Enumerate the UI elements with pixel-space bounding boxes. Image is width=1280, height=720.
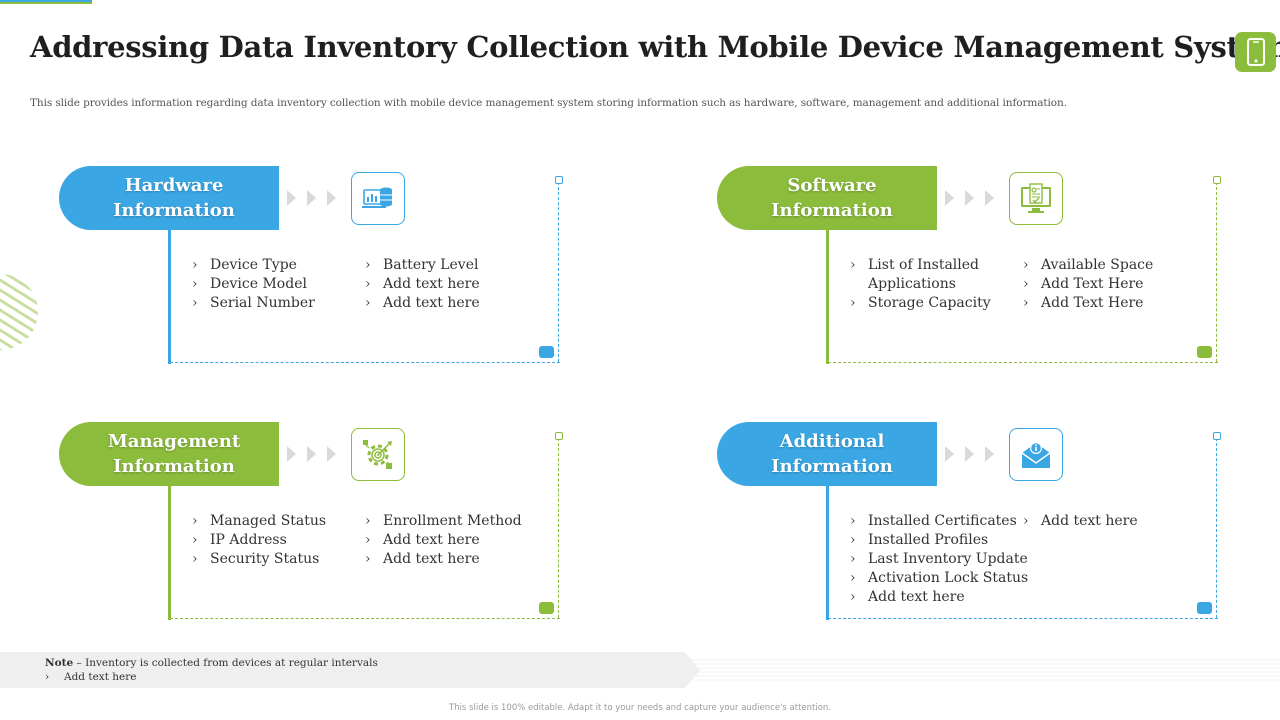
chevron-arrows-icon [287,190,336,206]
management-list-col1: Managed Status IP Address Security Statu… [190,512,326,569]
note-sub-text: Add text here [64,671,137,683]
chevron-arrows-icon [945,446,994,462]
list-item: List of Installed [848,256,991,275]
software-list-col2: Available Space Add Text Here Add Text H… [1021,256,1153,313]
note-decorative-lines [690,659,1280,681]
list-item: Battery Level [363,256,480,275]
slide-subtitle: This slide provides information regardin… [30,97,1067,109]
note-body: – Inventory is collected from devices at… [73,657,378,669]
list-item: Add text here [848,588,1028,607]
list-item: Add Text Here [1021,294,1153,313]
note-label: Note [45,657,74,669]
list-item: Add text here [363,275,480,294]
list-item: Add Text Here [1021,275,1153,294]
mobile-phone-icon [1235,32,1276,72]
list-item: Add text here [363,550,522,569]
note-band [0,652,700,688]
hardware-list-col2: Battery Level Add text here Add text her… [363,256,480,313]
decorative-striped-circle [0,255,40,370]
list-item: Device Model [190,275,315,294]
list-item: Applications [868,276,956,292]
additional-list-col1: Installed Certificates Installed Profile… [848,512,1028,607]
list-item: Security Status [190,550,326,569]
target-gear-icon [351,428,405,481]
list-item: Enrollment Method [363,512,522,531]
note-text: Note – Inventory is collected from devic… [45,656,378,670]
monitor-document-icon [1009,172,1063,225]
list-item: Serial Number [190,294,315,313]
list-item: Device Type [190,256,315,275]
list-item: Installed Certificates [848,512,1028,531]
list-item: Add text here [363,294,480,313]
management-list-col2: Enrollment Method Add text here Add text… [363,512,522,569]
software-list-col1: List of Installed Applications Storage C… [848,256,991,313]
info-envelope-icon [1009,428,1063,481]
list-item: Last Inventory Update [848,550,1028,569]
note-sub-item: ›Add text here [45,671,137,683]
hardware-list-col1: Device Type Device Model Serial Number [190,256,315,313]
top-accent-lines [0,0,92,4]
footer-text: This slide is 100% editable. Adapt it to… [448,703,832,713]
list-item: Available Space [1021,256,1153,275]
chevron-arrows-icon [287,446,336,462]
chevron-arrows-icon [945,190,994,206]
list-item: Storage Capacity [848,294,991,313]
slide-title: Addressing Data Inventory Collection wit… [30,30,1280,64]
database-laptop-icon [351,172,405,225]
list-item: Installed Profiles [848,531,1028,550]
list-item: IP Address [190,531,326,550]
list-item: Managed Status [190,512,326,531]
list-item: Add text here [1021,512,1138,531]
list-item: Add text here [363,531,522,550]
additional-list-col2: Add text here [1021,512,1138,531]
list-item: Activation Lock Status [848,569,1028,588]
